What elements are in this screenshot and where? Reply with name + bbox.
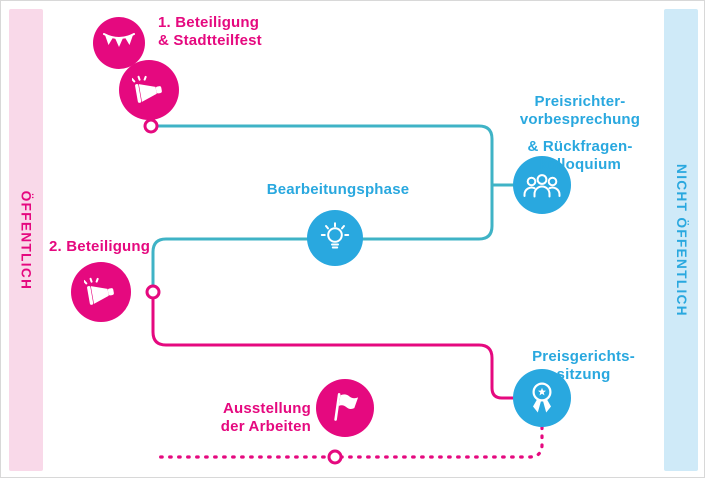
label-preisgericht: Preisgerichts- sitzung [506,348,661,384]
band-oeffentlich: ÖFFENTLICH [9,9,43,471]
flag-icon [334,393,359,421]
label-beteiligung1-line2: & Stadtteilfest [158,32,262,49]
label-beteiligung1-line1: 1. Beteiligung [158,14,260,31]
label-ausstellung-line2: der Arbeiten [220,418,311,435]
label-preisrichter-line2: vorbesprechung [519,111,641,128]
label-beteiligung2: 2. Beteiligung [49,238,150,256]
preisrichter-circle [513,156,571,214]
label-ausstellung: Ausstellung der Arbeiten [186,400,311,436]
ausstellung-flag-circle [316,379,374,437]
label-preisrichter-line4: kolloquium [539,156,621,173]
committee-icon [523,174,561,198]
beteiligung1-bunting-circle [93,17,145,69]
label-beteiligung2-text: 2. Beteiligung [49,238,151,255]
megaphone-icon [132,75,162,103]
label-bearbeitungsphase: Bearbeitungsphase [245,181,431,199]
bearbeitungsphase-circle [307,210,363,266]
milestone-dot-3 [327,449,343,465]
lightbulb-icon [320,222,350,249]
label-beteiligung1: 1. Beteiligung & Stadtteilfest [158,14,262,50]
band-nicht-oeffentlich: NICHT ÖFFENTLICH [664,9,698,471]
megaphone-icon [84,277,114,305]
beteiligung1-megaphone-circle [119,60,179,120]
bunting-icon [103,33,135,47]
label-ausstellung-line1: Ausstellung [222,400,311,417]
milestone-dot-2 [145,284,161,300]
label-preisgericht-line2: sitzung [556,366,611,383]
connector-phase2-line [151,298,514,400]
connector-phase1-line [151,124,494,285]
label-preisrichter-line3: & Rückfragen- [527,138,633,155]
preisgericht-circle [513,369,571,427]
milestone-dot-1 [143,118,159,134]
label-preisgericht-line1: Preisgerichts- [532,348,635,365]
label-preisrichter-line1: Preisrichter- [534,93,626,110]
label-bearbeitungsphase-text: Bearbeitungsphase [266,181,410,198]
connector-exhibition-dashed-line [157,425,544,459]
beteiligung2-megaphone-circle [71,262,131,322]
medal-icon [532,382,552,413]
label-preisrichter: Preisrichter- vorbesprechung & Rückfrage… [501,93,659,174]
